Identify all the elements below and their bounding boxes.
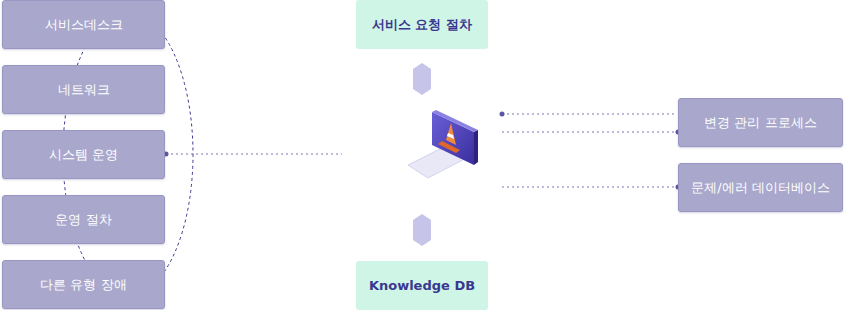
category-box: 다른 유형 장애 xyxy=(2,260,165,309)
hexagon-connector xyxy=(413,63,431,95)
box-label: 서비스데스크 xyxy=(45,16,123,34)
leader-line xyxy=(166,153,342,154)
category-box: 문제/에러 데이터베이스 xyxy=(678,163,843,212)
leader-line xyxy=(502,186,677,187)
box-label: Knowledge DB xyxy=(369,278,475,293)
category-box: 네트워크 xyxy=(2,65,165,114)
box-label: 네트워크 xyxy=(58,81,110,99)
process-box: 서비스 요청 절차 xyxy=(356,0,488,49)
laptop-icon xyxy=(408,110,478,178)
box-label: 문제/에러 데이터베이스 xyxy=(691,179,830,197)
process-box: Knowledge DB xyxy=(356,261,488,310)
category-box: 변경 관리 프로세스 xyxy=(678,98,843,147)
category-box: 시스템 운영 xyxy=(2,130,165,179)
category-box: 운영 절차 xyxy=(2,195,165,244)
box-label: 서비스 요청 절차 xyxy=(372,16,472,34)
box-label: 다른 유형 장애 xyxy=(40,276,126,294)
box-label: 운영 절차 xyxy=(55,211,111,229)
leader-line xyxy=(502,113,677,114)
box-label: 시스템 운영 xyxy=(49,146,118,164)
category-box: 서비스데스크 xyxy=(2,0,165,49)
box-label: 변경 관리 프로세스 xyxy=(704,114,816,132)
leader-dot xyxy=(500,112,505,117)
hexagon-connector xyxy=(413,214,431,246)
leader-line xyxy=(502,131,677,132)
